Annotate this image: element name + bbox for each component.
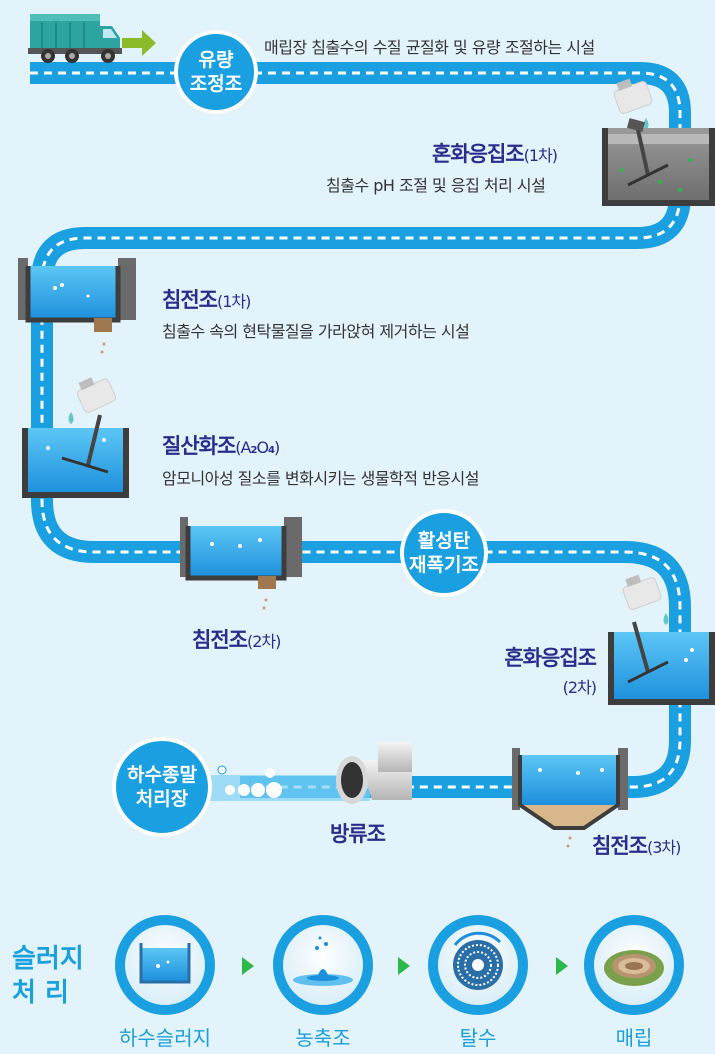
sed3-heading: 침전조(3차)	[592, 830, 681, 860]
truck-icon	[28, 14, 122, 63]
carbon-label-line1: 활성탄	[417, 530, 471, 552]
sludge-step-dewatering: 탈수	[459, 1026, 497, 1050]
sewage-label-line2: 처리장	[135, 788, 189, 810]
chemical-bottle-icon	[76, 377, 117, 413]
nitrification-suffix-close: )	[274, 438, 280, 457]
sed1-desc: 침출수 속의 현탁물질을 가라앉혀 제거하는 시설	[162, 322, 470, 341]
equalization-label-line1: 유량	[198, 49, 234, 71]
coag1-title: 혼화응집조	[432, 142, 525, 166]
discharge-title: 방류조	[330, 822, 386, 846]
arrow-right-icon	[122, 30, 156, 56]
chemical-bottle-icon	[622, 574, 662, 610]
carbon-label-line2: 재폭기조	[409, 554, 479, 576]
coag1-heading: 혼화응집조(1차)	[432, 138, 558, 168]
mixer-icon	[627, 621, 669, 684]
sludge-section-label: 슬러지 처 리	[12, 942, 84, 1010]
coagulation-tank-2	[608, 574, 715, 705]
sedimentation-tank-1	[18, 258, 136, 354]
sed2-heading: 침전조(2차)	[192, 624, 281, 654]
coag1-suffix: (1차)	[523, 146, 558, 165]
nitrification-heading: 질산화조(A2O4)	[162, 430, 280, 460]
sewage-plant-badge	[112, 737, 212, 837]
nitrification-tank	[22, 377, 129, 498]
sedimentation-tank-2	[180, 517, 302, 610]
coagulation-tank-1	[602, 78, 715, 206]
sludge-label-line2: 처 리	[12, 978, 69, 1008]
sludge-label-line1: 슬러지	[12, 944, 84, 974]
nitrification-suffix-open: (A	[235, 438, 251, 457]
settling-tank-icon	[139, 943, 191, 984]
mixer-icon	[626, 118, 669, 187]
nitrification-suffix-mid: O	[256, 438, 269, 457]
nitrification-title: 질산화조	[162, 434, 236, 458]
sed1-title: 침전조	[162, 288, 218, 312]
sludge-step-landfill: 매립	[615, 1026, 653, 1050]
sed2-title: 침전조	[192, 628, 248, 652]
coag2-suffix: (2차)	[562, 678, 597, 697]
drop-splash-icon	[293, 936, 353, 986]
coag2-heading: 혼화응집조 (2차)	[486, 642, 597, 698]
sed1-heading: 침전조(1차)	[162, 284, 251, 314]
nitrification-suffix-sub1: 2	[250, 445, 257, 456]
coag2-title: 혼화응집조	[504, 646, 597, 670]
equalization-desc: 매립장 침출수의 수질 균질화 및 유량 조절하는 시설	[264, 38, 595, 57]
pipe-icon	[210, 742, 412, 804]
coag1-desc: 침출수 pH 조절 및 응집 처리 시설	[326, 176, 546, 195]
mixer-icon	[61, 414, 109, 474]
bubbles-icon	[217, 765, 282, 798]
sludge-step-thickener: 농축조	[295, 1026, 351, 1050]
sedimentation-tank-3	[512, 748, 628, 848]
equalization-tank-badge	[174, 30, 258, 114]
sludge-step-sewage-sludge: 하수슬러지	[119, 1026, 211, 1050]
sludge-process	[115, 915, 684, 1015]
equalization-label-line2: 조정조	[189, 73, 243, 95]
dehydrator-icon	[453, 931, 503, 990]
landfill-icon	[604, 950, 664, 986]
equalization-tank-label: 유량 조정조	[176, 48, 256, 96]
nitrification-suffix-sub2: 4	[268, 445, 275, 456]
sed3-title: 침전조	[592, 834, 648, 858]
sed1-suffix: (1차)	[216, 292, 251, 311]
sewage-label-line1: 하수종말	[127, 764, 197, 786]
sed2-suffix: (2차)	[246, 632, 281, 651]
sewage-plant-label: 하수종말 처리장	[114, 761, 210, 813]
activated-carbon-badge	[400, 509, 488, 597]
nitrification-desc: 암모니아성 질소를 변화시키는 생물학적 반응시설	[162, 469, 479, 488]
sed3-suffix: (3차)	[646, 838, 681, 857]
chemical-bottle-icon	[613, 78, 653, 114]
activated-carbon-label: 활성탄 재폭기조	[402, 529, 486, 577]
